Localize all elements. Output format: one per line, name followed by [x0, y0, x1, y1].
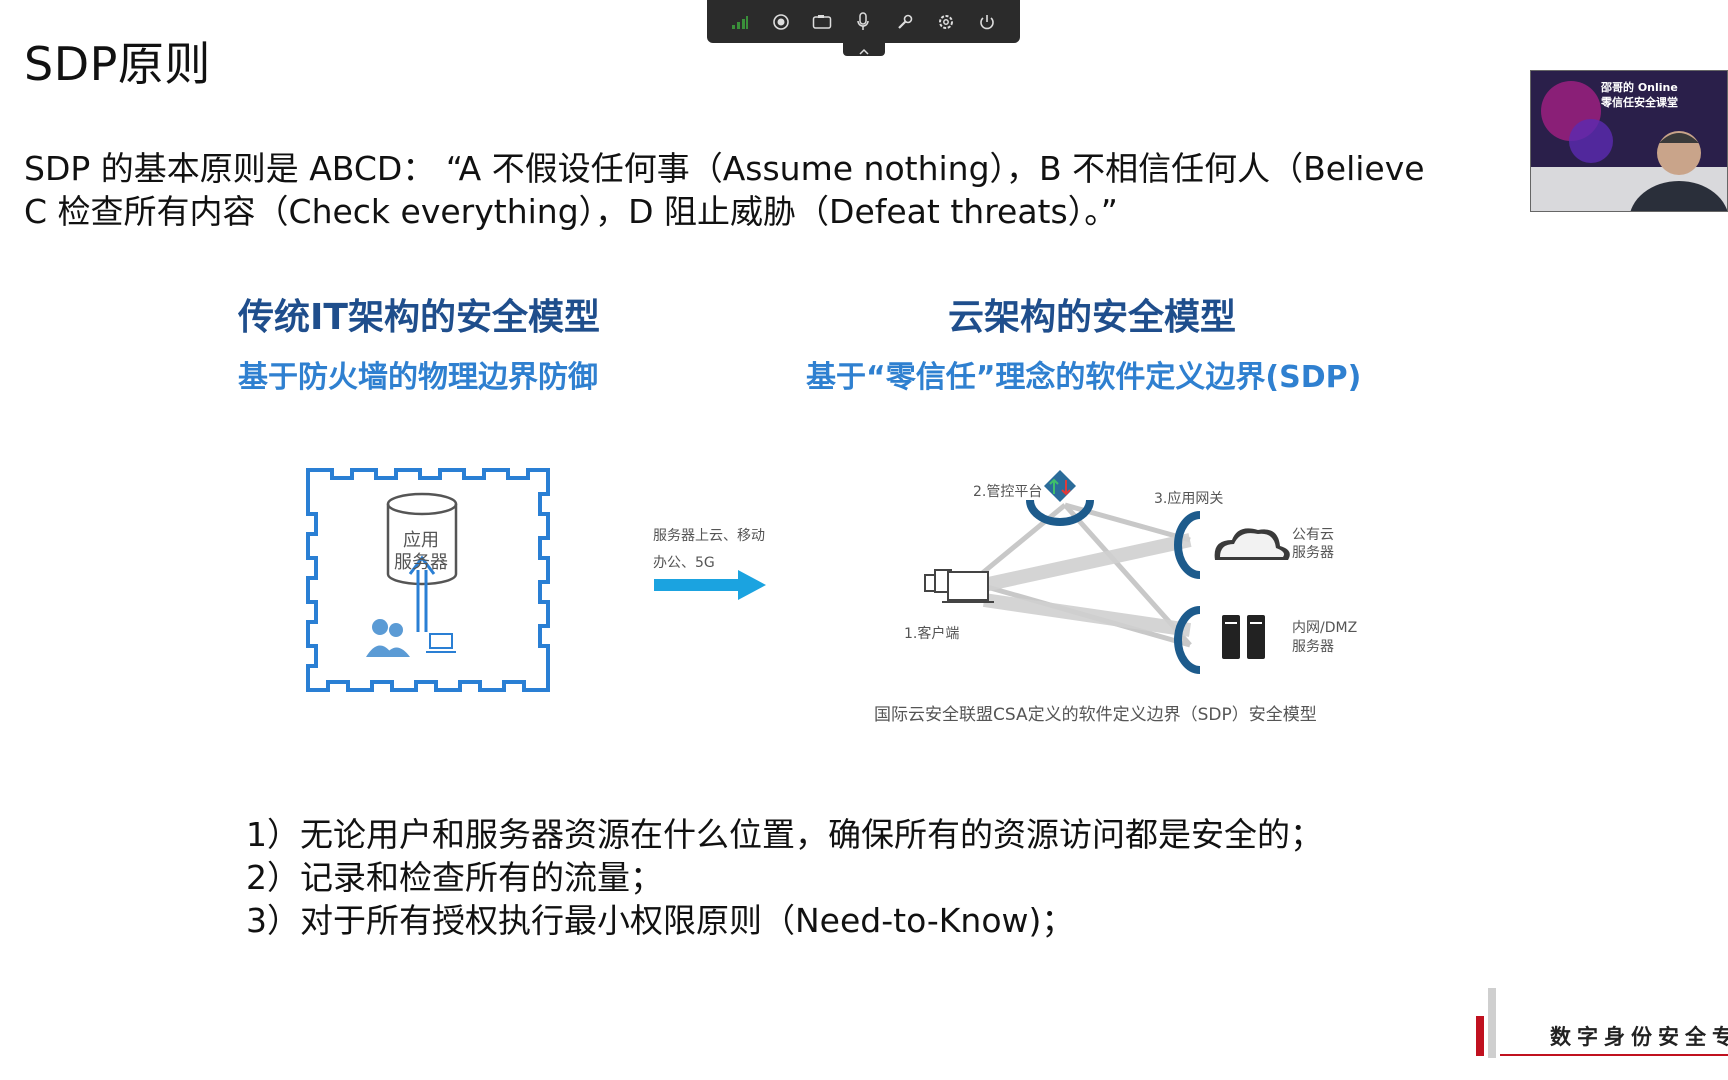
- sdp-model-diagram: [924, 470, 1290, 674]
- principle-list-item: 3）对于所有授权执行最小权限原则（Need-to-Know)；: [246, 901, 1075, 940]
- principle-text-line-2: C 检查所有内容（Check everything），D 阻止威胁（Defeat…: [24, 192, 1118, 231]
- public-cloud-label-line-1: 公有云: [1292, 527, 1334, 543]
- principle-list-item: 1）无论用户和服务器资源在什么位置，确保所有的资源访问都是安全的；: [246, 815, 1323, 854]
- controller-label: 2.管控平台: [973, 484, 1043, 500]
- traditional-model-subtitle: 基于防火墙的物理边界防御: [238, 360, 598, 395]
- server-label-line-2: 服务器: [394, 552, 448, 573]
- brand-red-bar: [1476, 1016, 1484, 1056]
- firewall-wall: [306, 468, 550, 692]
- camera-icon[interactable]: [811, 11, 833, 33]
- users-icon: [366, 619, 410, 657]
- public-cloud-label-line-2: 服务器: [1292, 545, 1334, 561]
- cloud-model-subtitle: 基于“零信任”理念的软件定义边界(SDP): [806, 360, 1362, 395]
- gateway-label: 3.应用网关: [1154, 491, 1224, 507]
- microphone-icon[interactable]: [852, 11, 874, 33]
- intranet-label-line-2: 服务器: [1292, 639, 1334, 655]
- meeting-toolbar: [707, 0, 1020, 43]
- brand-underline: [1500, 1054, 1728, 1056]
- controller-icon: [1026, 470, 1094, 526]
- settings-icon[interactable]: [935, 11, 957, 33]
- upload-arrow-icon: [408, 555, 436, 632]
- database-server-icon: [386, 492, 458, 586]
- brand-banner-text: 数字身份安全专: [1550, 1025, 1728, 1049]
- laptop-icon: [426, 633, 456, 653]
- cloud-icon: [1214, 528, 1290, 560]
- slide-title: SDP原则: [24, 37, 211, 91]
- power-icon[interactable]: [976, 11, 998, 33]
- principle-list-item: 2）记录和检查所有的流量；: [246, 858, 663, 897]
- video-banner-line-1: 邵哥的 Online: [1601, 81, 1678, 94]
- cloud-model-title: 云架构的安全模型: [948, 297, 1237, 338]
- client-label: 1.客户端: [904, 626, 960, 642]
- traditional-model-title: 传统IT架构的安全模型: [238, 297, 600, 338]
- transition-arrow-icon: [654, 570, 766, 600]
- gateway-icon: [1174, 511, 1201, 674]
- firewall-perimeter-diagram: [306, 468, 550, 692]
- server-label-line-1: 应用: [403, 530, 439, 551]
- client-devices-icon: [924, 569, 994, 603]
- sdp-model-caption: 国际云安全联盟CSA定义的软件定义边界（SDP）安全模型: [874, 705, 1317, 725]
- brand-gray-bar: [1488, 988, 1496, 1058]
- video-banner-line-2: 零信任安全课堂: [1601, 96, 1678, 109]
- intranet-label-line-1: 内网/DMZ: [1292, 620, 1358, 636]
- collapse-chevron-icon[interactable]: [843, 43, 885, 56]
- arrow-label-line-2: 办公、5G: [653, 555, 715, 571]
- signal-icon[interactable]: [729, 11, 751, 33]
- server-rack-icon: [1222, 615, 1265, 659]
- data-tunnels: [982, 533, 1192, 637]
- arrow-label-line-1: 服务器上云、移动: [653, 528, 765, 544]
- tools-icon[interactable]: [894, 11, 916, 33]
- video-thumbnail[interactable]: 邵哥的 Online 零信任安全课堂: [1530, 70, 1728, 212]
- record-icon[interactable]: [770, 11, 792, 33]
- principle-text-line-1: SDP 的基本原则是 ABCD： “A 不假设任何事（Assume nothin…: [24, 149, 1425, 188]
